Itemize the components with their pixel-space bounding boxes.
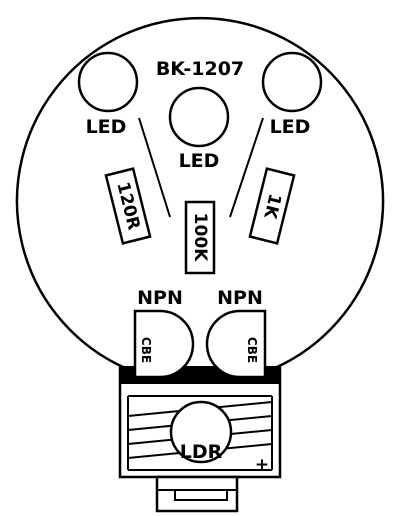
led-right-footprint [261, 51, 323, 113]
led-center-footprint [168, 86, 230, 148]
trace-left [138, 117, 171, 218]
plus-sign: + [255, 455, 269, 475]
resistor-center-label: 100K [190, 213, 210, 262]
led-left-footprint [77, 51, 139, 113]
board-title: BK-1207 [156, 58, 244, 80]
led-center-label: LED [179, 150, 220, 172]
transistor-left-pins: CBE [139, 337, 153, 363]
board-outline [15, 16, 385, 370]
trace-right [229, 117, 264, 218]
ldr-label: LDR [180, 441, 223, 463]
connector-inner [174, 489, 228, 501]
npn-right-label: NPN [217, 287, 263, 309]
transistor-right-pins: CBE [245, 337, 259, 363]
led-right-label: LED [270, 116, 311, 138]
resistor-right: 1K [248, 167, 296, 245]
resistor-left: 120R [104, 167, 152, 245]
ldr-footprint [169, 400, 233, 464]
transistor-left-footprint [133, 309, 195, 379]
led-left-label: LED [86, 116, 127, 138]
resistor-center: 100K [184, 200, 216, 275]
transistor-right-footprint [205, 309, 267, 379]
npn-left-label: NPN [137, 287, 183, 309]
